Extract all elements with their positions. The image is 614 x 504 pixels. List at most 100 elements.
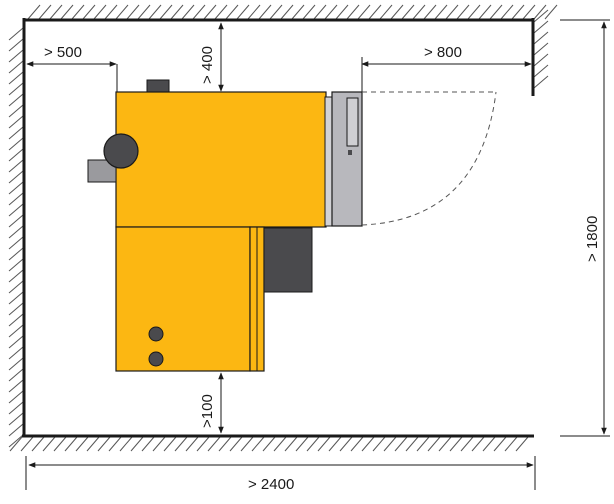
hatch-stroke [8, 368, 24, 382]
hatch-stroke [8, 236, 24, 250]
hatch-stroke [185, 436, 199, 452]
hatch-stroke [8, 170, 24, 184]
hatch-stroke [240, 436, 254, 452]
hatch-stroke [467, 4, 481, 20]
dim-room-width [25, 456, 536, 490]
hatch-stroke [504, 436, 518, 452]
valve-2 [148, 351, 164, 367]
valve-1 [148, 326, 164, 342]
hatch-stroke [313, 4, 327, 20]
hatch-stroke [8, 258, 24, 272]
label-room-depth: > 1800 [584, 216, 601, 262]
hatch-stroke [258, 4, 272, 20]
hatch-stroke [203, 4, 217, 20]
hatch-stroke [412, 4, 426, 20]
hatch-stroke [8, 280, 24, 294]
hatch-stroke [350, 436, 364, 452]
hatch-stroke [8, 148, 24, 162]
hatch-stroke [295, 436, 309, 452]
hatch-stroke [20, 436, 34, 452]
hatch-stroke [8, 225, 24, 239]
hatch-stroke [522, 4, 536, 20]
label-room-width: > 2400 [248, 476, 294, 493]
hatch-stroke [71, 4, 85, 20]
hatch-stroke [8, 214, 24, 228]
room-walls [22, 18, 535, 438]
hatch-stroke [533, 53, 549, 67]
hatch-stroke [273, 436, 287, 452]
hatch-stroke [53, 436, 67, 452]
door-swing-arc [361, 91, 497, 226]
burner-port [103, 133, 139, 169]
hatch-stroke [170, 4, 184, 20]
hatch-stroke [8, 71, 24, 85]
hatch-stroke [8, 247, 24, 261]
flue-stub [146, 79, 170, 94]
label-top-clearance: > 400 [199, 46, 216, 84]
hatch-stroke [8, 390, 24, 404]
hatch-stroke [346, 4, 360, 20]
hatch-stroke [383, 436, 397, 452]
hatch-stroke [390, 4, 404, 20]
hatch-stroke [379, 4, 393, 20]
hatch-stroke [119, 436, 133, 452]
hatch-stroke [141, 436, 155, 452]
hatch-stroke [192, 4, 206, 20]
wall-hatching [8, 4, 558, 452]
hatch-stroke [27, 4, 41, 20]
hatch-stroke [405, 436, 419, 452]
hatch-stroke [533, 64, 549, 78]
hatch-stroke [302, 4, 316, 20]
connection-box [87, 159, 117, 183]
hatch-stroke [163, 436, 177, 452]
door-handle-recess [346, 97, 359, 147]
hatch-stroke [471, 436, 485, 452]
hatch-stroke [394, 436, 408, 452]
hatch-stroke [533, 75, 549, 89]
hatch-stroke [31, 436, 45, 452]
door-handle-dot [348, 150, 352, 155]
label-left-clearance: > 500 [44, 44, 82, 61]
hatch-stroke [533, 4, 547, 20]
hatch-stroke [8, 104, 24, 118]
hatch-stroke [8, 379, 24, 393]
hatch-stroke [269, 4, 283, 20]
hatch-stroke [449, 436, 463, 452]
hatch-stroke [126, 4, 140, 20]
hatch-stroke [8, 27, 24, 41]
hatch-stroke [174, 436, 188, 452]
hatch-stroke [196, 436, 210, 452]
hatch-stroke [8, 313, 24, 327]
hatch-stroke [8, 324, 24, 338]
hatch-stroke [372, 436, 386, 452]
hatch-stroke [427, 436, 441, 452]
hatch-stroke [8, 192, 24, 206]
hatch-stroke [214, 4, 228, 20]
hatch-stroke [8, 412, 24, 426]
hatch-stroke [247, 4, 261, 20]
hatch-stroke [8, 357, 24, 371]
hatch-stroke [8, 346, 24, 360]
hatch-stroke [60, 4, 74, 20]
hatch-stroke [493, 436, 507, 452]
hatch-stroke [324, 4, 338, 20]
hatch-stroke [482, 436, 496, 452]
hatch-stroke [8, 137, 24, 151]
hatch-stroke [328, 436, 342, 452]
hatch-stroke [49, 4, 63, 20]
hatch-stroke [434, 4, 448, 20]
hatch-stroke [533, 42, 549, 56]
hatch-stroke [460, 436, 474, 452]
hatch-stroke [544, 4, 558, 20]
hatch-stroke [533, 9, 549, 23]
hatch-stroke [93, 4, 107, 20]
hatch-stroke [306, 436, 320, 452]
hatch-stroke [478, 4, 492, 20]
hatch-stroke [423, 4, 437, 20]
hatch-stroke [8, 49, 24, 63]
boiler-lower [115, 226, 251, 372]
hatch-stroke [75, 436, 89, 452]
hatch-stroke [8, 335, 24, 349]
hatch-stroke [489, 4, 503, 20]
hatch-stroke [533, 31, 549, 45]
